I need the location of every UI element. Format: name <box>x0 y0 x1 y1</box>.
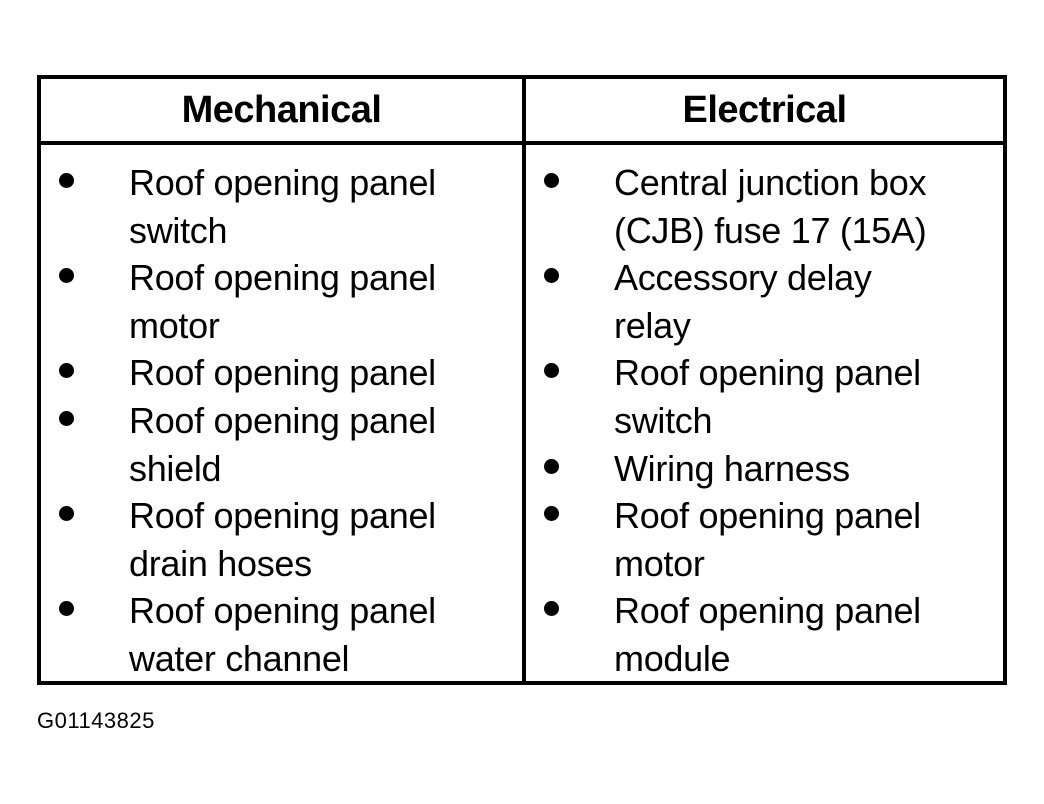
electrical-item: Roof opening panel switch <box>526 349 1003 444</box>
mechanical-item-text: Roof opening panel <box>129 590 436 632</box>
mechanical-item-text: water channel <box>129 637 350 679</box>
mechanical-item-text: shield <box>129 447 222 489</box>
mechanical-item: Roof opening panel switch <box>41 159 522 254</box>
bullet-icon <box>59 410 74 426</box>
bullet-icon <box>544 363 559 379</box>
mechanical-item-text: switch <box>129 209 228 251</box>
mechanical-item: Roof opening panel drain hoses <box>41 492 522 587</box>
electrical-item-text: switch <box>614 399 713 441</box>
bullet-icon <box>544 173 559 188</box>
bullet-icon <box>544 268 559 284</box>
electrical-item-text: motor <box>614 542 705 584</box>
column-divider <box>522 79 526 681</box>
electrical-item: Roof opening panel module <box>526 587 1003 682</box>
electrical-item-text: module <box>614 637 731 679</box>
mechanical-item-text: Roof opening panel <box>129 352 436 394</box>
electrical-item-text: Roof opening panel <box>614 352 921 394</box>
electrical-item-text: Roof opening panel <box>614 590 921 632</box>
electrical-item: Roof opening panel motor <box>526 492 1003 587</box>
inspection-table: Mechanical Electrical Roof opening panel… <box>37 75 1007 685</box>
bullet-icon <box>59 601 74 617</box>
electrical-item-text: (CJB) fuse 17 (15A) <box>614 209 927 251</box>
electrical-column: Central junction box(CJB) fuse 17 (15A)A… <box>526 145 1003 681</box>
mechanical-item: Roof opening panel motor <box>41 254 522 349</box>
bullet-icon <box>544 601 559 617</box>
mechanical-item-text: Roof opening panel <box>129 399 436 441</box>
bullet-icon <box>59 506 74 522</box>
header-electrical: Electrical <box>682 88 848 131</box>
mechanical-item-text: Roof opening panel <box>129 495 436 537</box>
electrical-item-text: Wiring harness <box>614 447 850 489</box>
figure-id: G01143825 <box>37 708 155 733</box>
bullet-icon <box>59 173 74 188</box>
electrical-item-text: Roof opening panel <box>614 495 921 537</box>
electrical-item-text: Accessory delay <box>614 257 872 299</box>
electrical-item: Wiring harness <box>526 445 1003 493</box>
bullet-icon <box>544 458 559 474</box>
header-mechanical: Mechanical <box>181 88 382 131</box>
mechanical-item-text: Roof opening panel <box>129 257 436 299</box>
bullet-icon <box>59 268 74 284</box>
mechanical-item: Roof opening panel water channel <box>41 587 522 682</box>
bullet-icon <box>59 363 74 379</box>
mechanical-item: Roof opening panel <box>41 349 522 397</box>
electrical-list: Central junction box(CJB) fuse 17 (15A)A… <box>526 145 1003 683</box>
electrical-item: Central junction box (CJB) fuse 17 (15A) <box>526 159 1003 254</box>
mechanical-item-text: Roof opening panel <box>129 162 436 203</box>
electrical-item: Accessory delay relay <box>526 254 1003 349</box>
electrical-item-text: Central junction box <box>614 162 927 203</box>
mechanical-item-text: drain hoses <box>129 542 312 584</box>
electrical-item-text: relay <box>614 304 691 346</box>
mechanical-item: Roof opening panel shield <box>41 397 522 492</box>
mechanical-item-text: motor <box>129 304 220 346</box>
bullet-icon <box>544 506 559 522</box>
